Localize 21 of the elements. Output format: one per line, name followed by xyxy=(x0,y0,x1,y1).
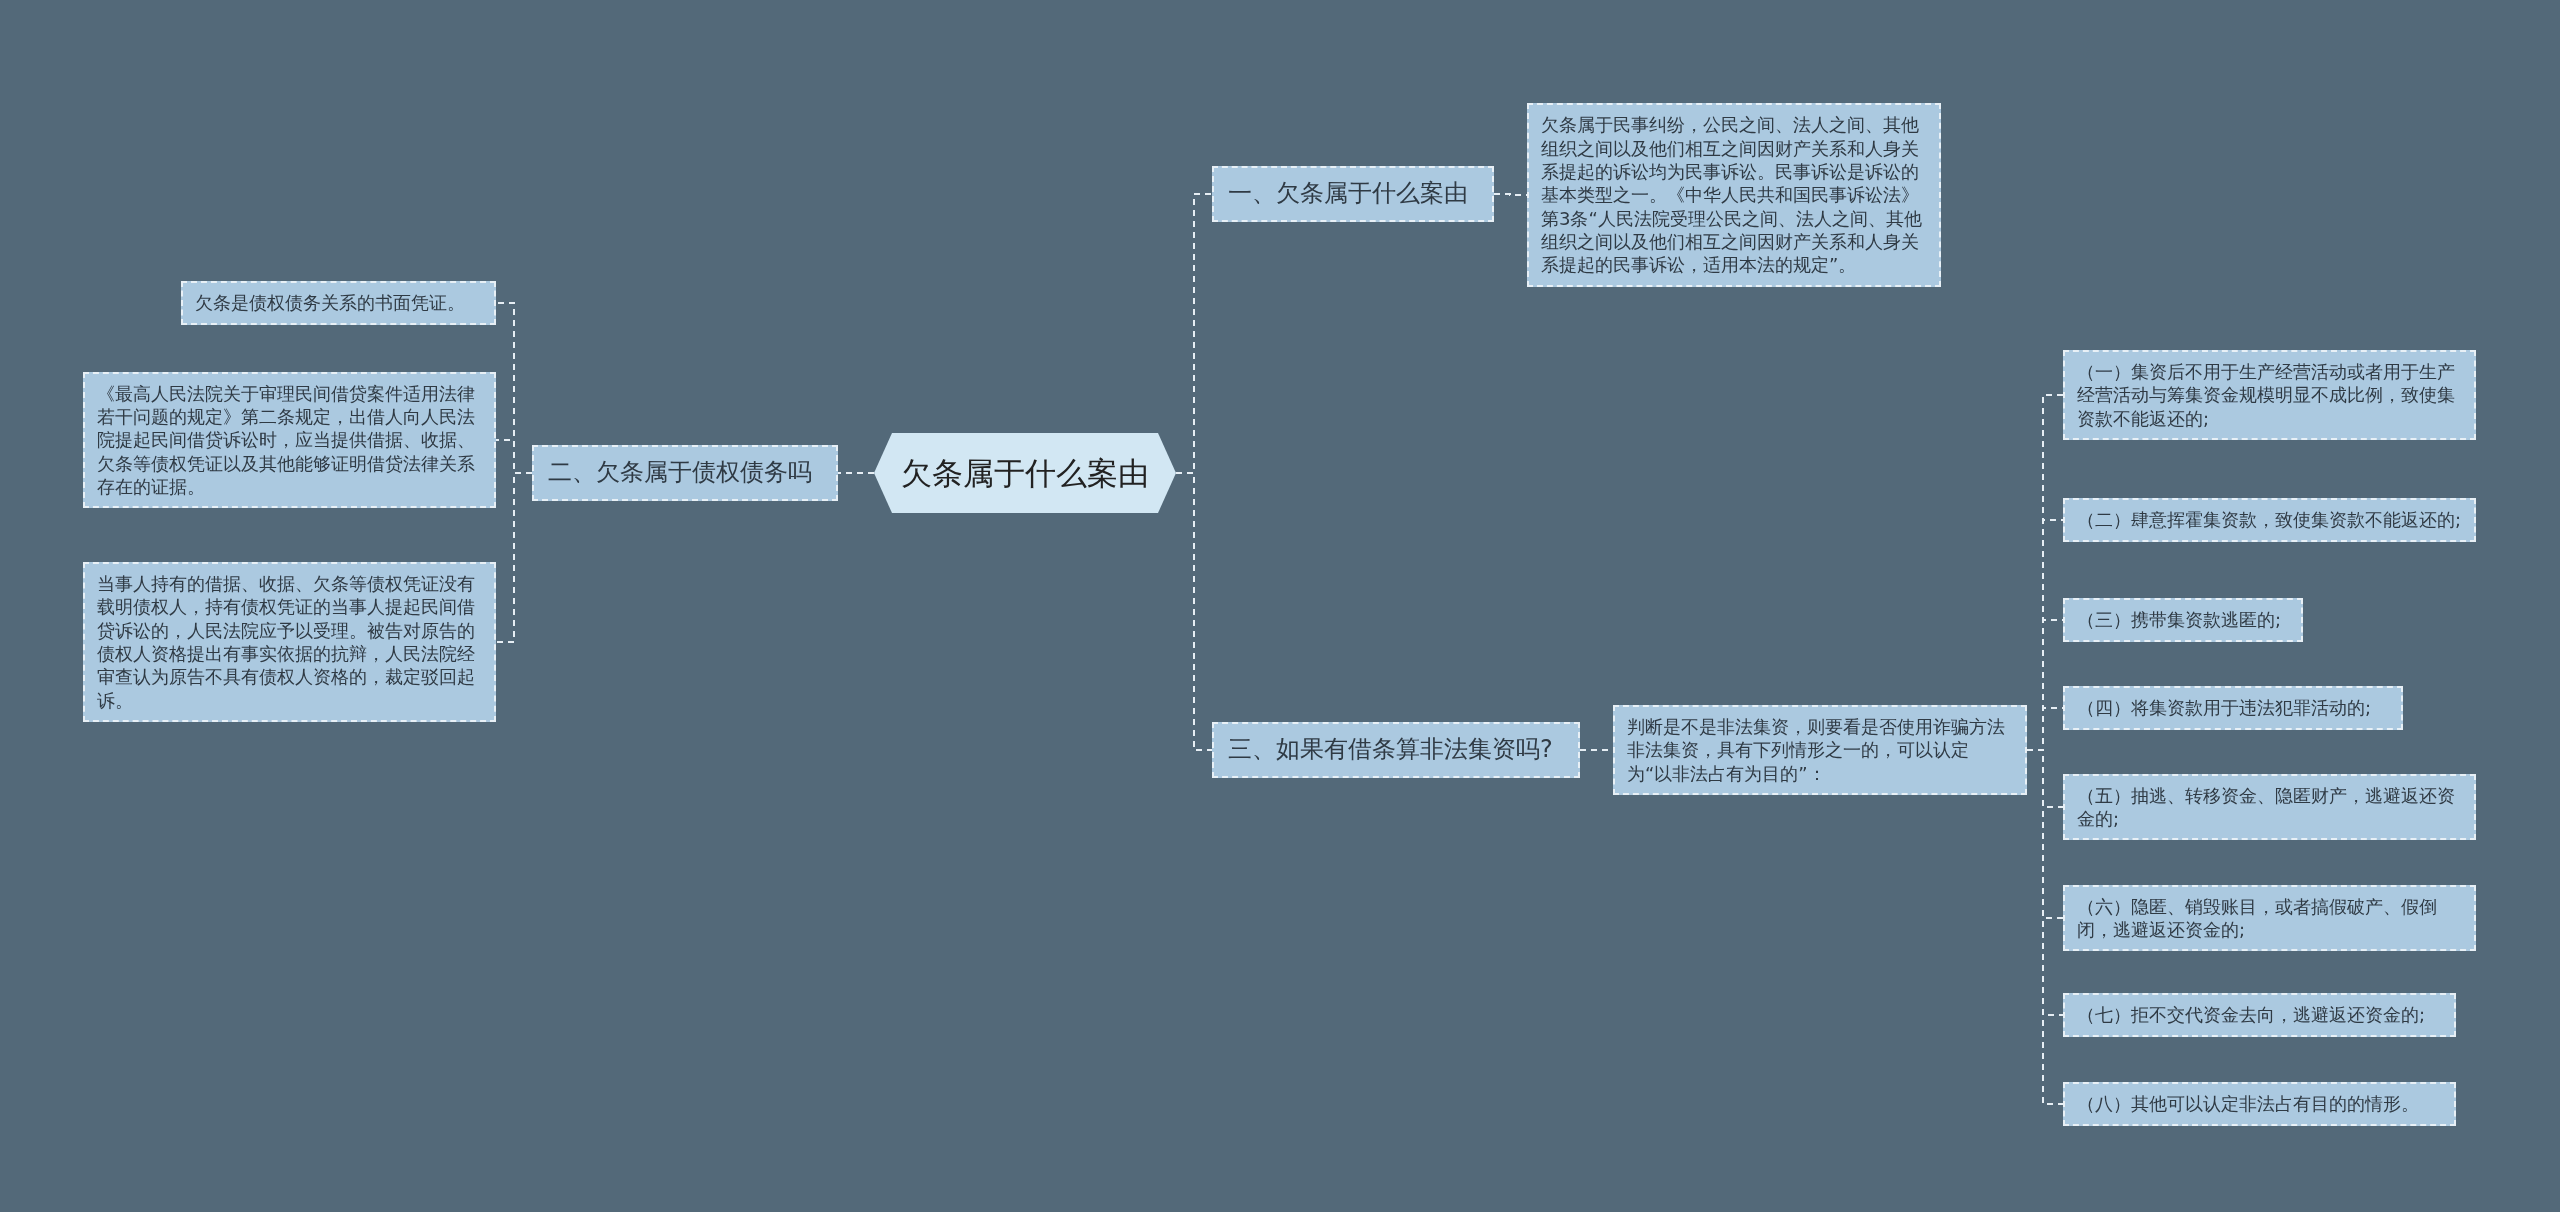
text-box: 判断是不是非法集资，则要看是否使用诈骗方法非法集资，具有下列情形之一的，可以认定为“以非法占有为目的”： xyxy=(1613,704,2027,796)
text-box: 欠条属于民事纠纷，公民之间、法人之间、其他组织之间以及他们相互之间因财产关系和人身关系提起的诉讼均为民事诉讼。民事诉讼是诉讼的基本类型之一。《中华人民共和国民事诉讼法》第3条“人民法院受理公民之间、法人之间、其他组织之间以及他们相互之间因财产关系和人身关系提起的民事诉讼，适用本法的规定”。 xyxy=(1527,103,1941,287)
connector-line xyxy=(837,472,875,474)
text-box: （三）携带集资款逃匿的; xyxy=(2063,598,2303,642)
connector-line xyxy=(495,472,533,643)
text-box: （七）拒不交代资金去向，逃避返还资金的; xyxy=(2063,993,2456,1037)
connector-line xyxy=(1175,472,1213,751)
topic-text: 欠条属于什么案由 xyxy=(901,453,1149,493)
branch-topic-box: 二、欠条属于债权债务吗 xyxy=(532,445,838,501)
text-box: 当事人持有的借据、收据、欠条等债权凭证没有载明债权人，持有债权凭证的当事人提起民间借贷诉讼的，人民法院应予以受理。被告对原告的债权人资格提出有事实依据的抗辩，人民法院经审查认为原告不具有债权人资格的，裁定驳回起诉。 xyxy=(83,561,496,723)
central-topic-hexagon xyxy=(874,433,1176,513)
text-box: （二）肆意挥霍集资款，致使集资款不能返还的; xyxy=(2063,498,2476,542)
text-box: （五）抽逃、转移资金、隐匿财产，逃避返还资金的; xyxy=(2063,773,2476,841)
branch-topic-box: 三、如果有借条算非法集资吗? xyxy=(1212,722,1580,778)
text-box: 《最高人民法院关于审理民间借贷案件适用法律若干问题的规定》第二条规定，出借人向人民法院提起民间借贷诉讼时，应当提供借据、收据、欠条等债权凭证以及其他能够证明借贷法律关系存在的证据。 xyxy=(83,371,496,509)
text-box: （八）其他可以认定非法占有目的的情形。 xyxy=(2063,1082,2456,1126)
branch-topic-box: 一、欠条属于什么案由 xyxy=(1212,166,1494,222)
text-box: （四）将集资款用于违法犯罪活动的; xyxy=(2063,686,2403,730)
text-box: 欠条是债权债务关系的书面凭证。 xyxy=(181,281,496,325)
text-box: （一）集资后不用于生产经营活动或者用于生产经营活动与筹集资金规模明显不成比例，致使集资款不能返还的; xyxy=(2063,349,2476,441)
text-box: （六）隐匿、销毁账目，或者搞假破产、假倒闭，逃避返还资金的; xyxy=(2063,884,2476,952)
